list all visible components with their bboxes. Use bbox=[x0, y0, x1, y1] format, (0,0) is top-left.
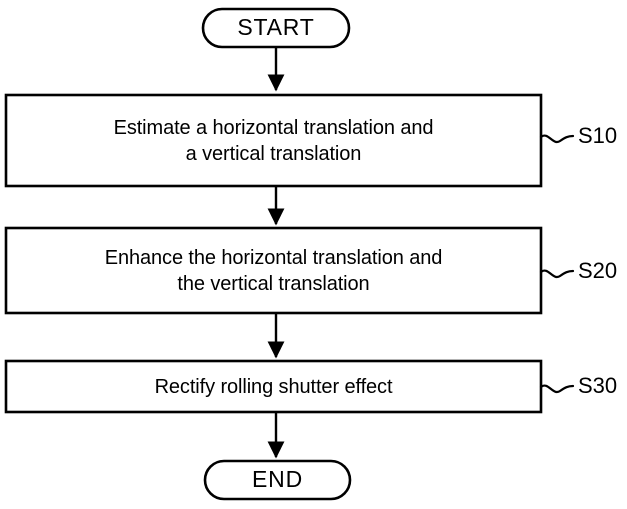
step-label-s30: S30 bbox=[578, 373, 618, 398]
process-box-s30-label: Rectify rolling shutter effect bbox=[154, 375, 393, 398]
end-terminator-shape bbox=[203, 459, 352, 501]
squiggle-connector-s30 bbox=[539, 384, 575, 394]
squiggle-connector-s20 bbox=[539, 269, 575, 279]
process-box-s20-label: Enhance the horizontal translation and t… bbox=[104, 246, 443, 295]
start-terminator-label: START bbox=[237, 14, 315, 41]
step-label-s20: S20 bbox=[578, 258, 618, 283]
process-box-s10-label: Estimate a horizontal translation and a … bbox=[113, 116, 434, 165]
step-label-s10: S10 bbox=[578, 123, 618, 148]
squiggle-connector-s10 bbox=[539, 134, 575, 144]
process-box-s20-shape bbox=[4, 226, 543, 315]
end-terminator-label: END bbox=[252, 466, 303, 493]
process-box-s10-shape bbox=[4, 93, 543, 188]
